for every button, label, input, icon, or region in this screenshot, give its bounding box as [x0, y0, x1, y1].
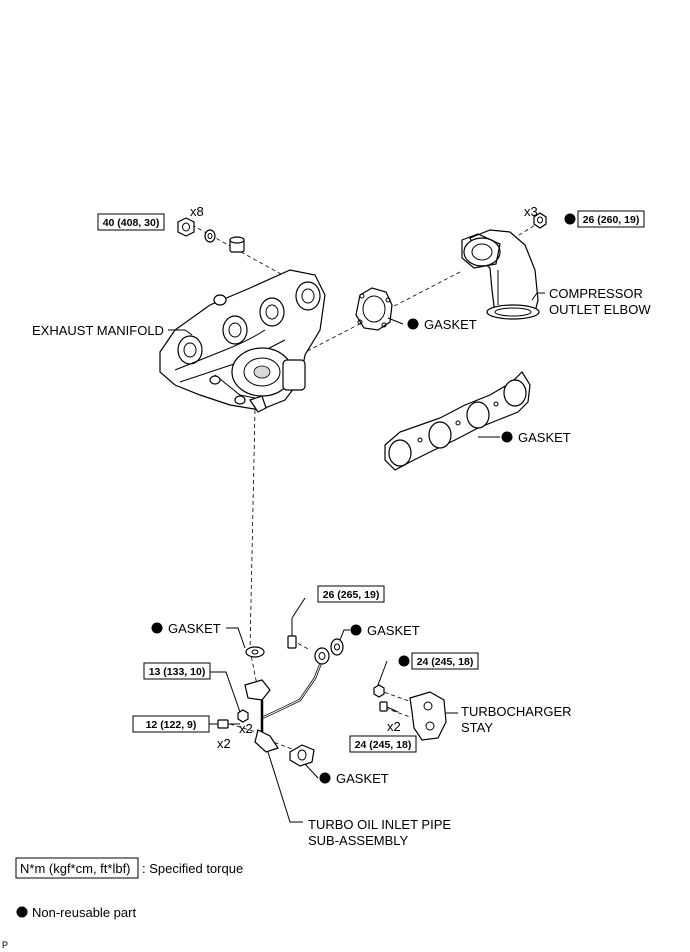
exhaust-manifold-turbo-icon — [159, 269, 326, 413]
label-turbo-stay-line1: TURBOCHARGER — [461, 704, 572, 719]
torque-pipe-bolt: 12 (122, 9) — [146, 719, 197, 731]
nonreusable-dot-elbow-gasket — [407, 318, 419, 330]
footer-code: P — [2, 940, 8, 950]
gasket-lower-icon — [289, 744, 315, 767]
qty-pipe-bolt: x2 — [217, 736, 231, 751]
legend-torque: N*m (kgf*cm, ft*lbf) : Specified torque — [15, 857, 243, 879]
compressor-outlet-elbow-icon — [461, 229, 540, 320]
pipe-bolt-icon — [217, 719, 240, 729]
torque-box-pipe-nut: 13 (133, 10) — [143, 662, 211, 680]
torque-union-bolt: 26 (265, 19) — [323, 589, 380, 601]
torque-box-elbow-nut: 26 (260, 19) — [577, 210, 645, 228]
nonreusable-dot-elbow-nut — [564, 213, 576, 225]
nonreusable-dot-lower-gasket — [319, 772, 331, 784]
stay-nut-icon — [373, 684, 385, 698]
nonreusable-dot-upper-gasket — [151, 622, 163, 634]
torque-box-union-bolt: 26 (265, 19) — [317, 585, 385, 603]
torque-box-stay-nut: 24 (245, 18) — [411, 652, 479, 670]
label-elbow-gasket: GASKET — [424, 317, 477, 332]
manifold-nut-icon — [177, 217, 195, 237]
label-exhaust-manifold: EXHAUST MANIFOLD — [32, 323, 164, 338]
oil-inlet-pipe-icon — [244, 647, 330, 753]
manifold-gasket-icon — [384, 371, 531, 471]
torque-elbow-nut: 26 (260, 19) — [583, 214, 640, 226]
torque-stay-bolt: 24 (245, 18) — [355, 739, 412, 751]
label-upper-gasket: GASKET — [168, 621, 221, 636]
leader-lines — [168, 292, 545, 823]
qty-manifold-nut: x8 — [190, 204, 204, 219]
nonreusable-dot-manifold-gasket — [501, 431, 513, 443]
elbow-nut-icon — [533, 212, 547, 229]
qty-pipe-nut: x2 — [239, 721, 253, 736]
manifold-washer-icon — [204, 229, 216, 243]
legend-nonreusable: Non-reusable part — [16, 905, 136, 920]
pipe-nut-icon — [237, 709, 249, 723]
label-lower-gasket: GASKET — [336, 771, 389, 786]
nonreusable-dot-union-gasket — [350, 624, 362, 636]
torque-manifold-nut: 40 (408, 30) — [103, 217, 160, 229]
elbow-gasket-icon — [355, 287, 393, 331]
stay-bolt-icon — [379, 701, 399, 713]
union-bolt-icon — [287, 618, 297, 649]
torque-box-pipe-bolt: 12 (122, 9) — [132, 715, 210, 733]
qty-elbow-nut: x3 — [524, 204, 538, 219]
torque-box-stay-bolt: 24 (245, 18) — [349, 735, 417, 753]
gasket-small-upper-icon — [245, 646, 265, 658]
label-oil-pipe-line2: SUB-ASSEMBLY — [308, 833, 409, 848]
torque-stay-nut: 24 (245, 18) — [417, 656, 474, 668]
qty-stay-bolt: x2 — [387, 719, 401, 734]
label-compressor-elbow-line1: COMPRESSOR — [549, 286, 643, 301]
nonreusable-dot-legend — [16, 906, 28, 918]
torque-box-manifold-nut: 40 (408, 30) — [97, 213, 165, 231]
label-turbo-stay-line2: STAY — [461, 720, 493, 735]
nonreusable-dot-stay-nut — [398, 655, 410, 667]
gasket-union-icon — [330, 638, 344, 656]
legend-torque-desc: : Specified torque — [142, 861, 243, 876]
label-manifold-gasket: GASKET — [518, 430, 571, 445]
torque-pipe-nut: 13 (133, 10) — [149, 666, 206, 678]
legend-torque-box: N*m (kgf*cm, ft*lbf) — [20, 861, 131, 876]
label-union-gasket: GASKET — [367, 623, 420, 638]
legend-nonreusable-desc: Non-reusable part — [32, 905, 136, 920]
label-oil-pipe-line1: TURBO OIL INLET PIPE — [308, 817, 451, 832]
turbocharger-stay-icon — [409, 691, 447, 741]
manifold-stud-icon — [229, 236, 245, 253]
label-compressor-elbow-line2: OUTLET ELBOW — [549, 302, 651, 317]
